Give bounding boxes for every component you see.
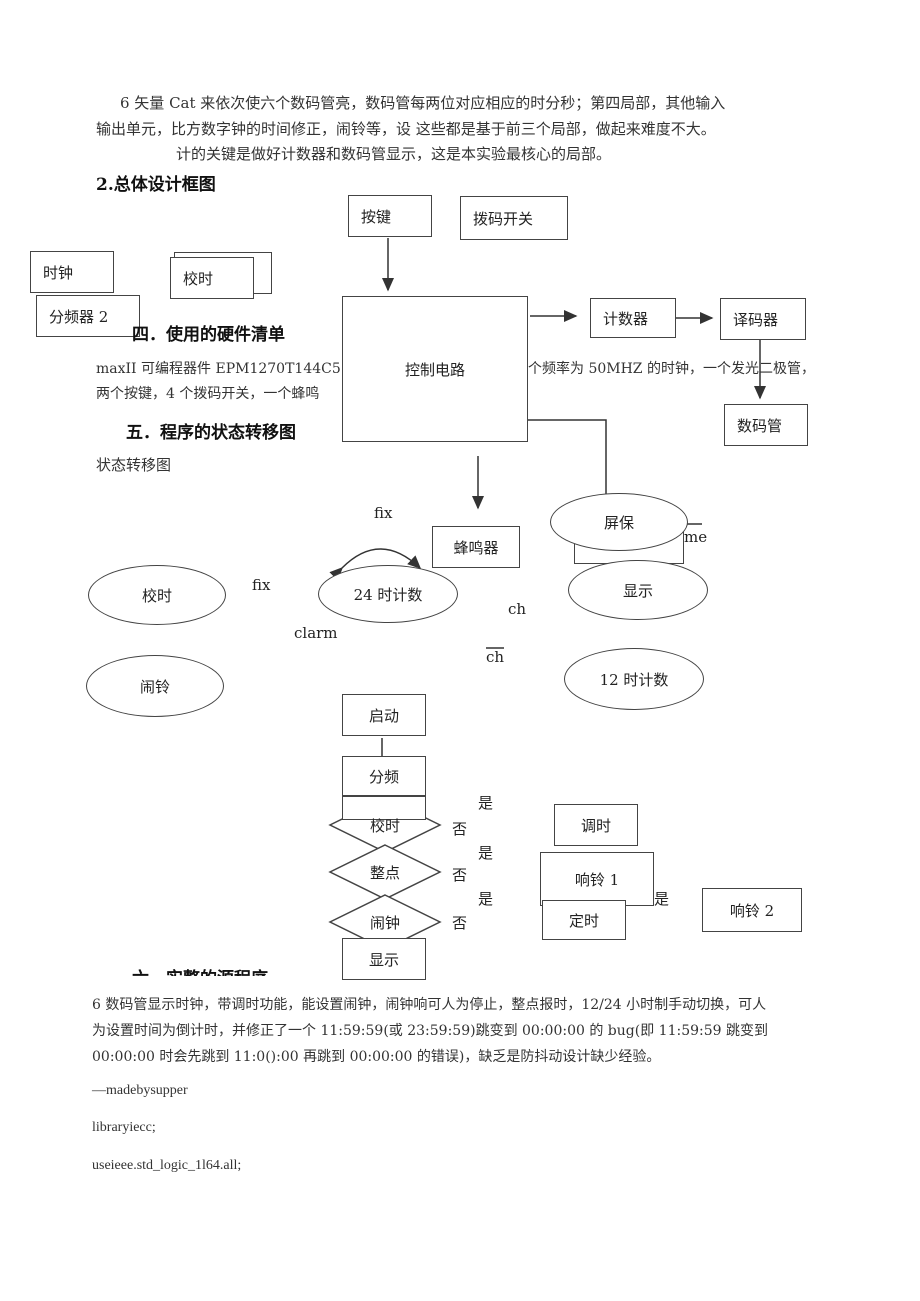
flow-diamond-jiaoshi-label: 校时: [369, 816, 400, 835]
box-bomakaiguan: 拨码开关: [460, 196, 568, 240]
ellipse-pingbao: 屏保: [550, 493, 688, 551]
summary-line-2: 为设置时间为倒计时，并修正了一个 11:59:59(或 23:59:59)跳变到…: [92, 1023, 768, 1039]
flow-box-xianshi: 显示: [342, 938, 426, 980]
box-fenpinqi: 分频器 2: [36, 295, 140, 337]
intro-line-1: 6 矢量 Cat 来依次使六个数码管亮，数码管每两位对应相应的时分秒；第四局部，…: [120, 94, 726, 112]
hardware-line-2: 两个按键，4 个拨码开关，一个蜂鸣: [96, 386, 320, 402]
box-jiaoshi: 校时: [170, 257, 254, 299]
code-line-2: libraryiecc;: [92, 1120, 156, 1135]
box-kongzhi: 控制电路: [342, 296, 528, 442]
box-shumaguan: 数码管: [724, 404, 808, 446]
flow-yes-3: 是: [478, 890, 494, 908]
intro-line-3: 计的关键是做好计数器和数码管显示，这是本实验最核心的局部。: [176, 145, 612, 163]
code-line-1: —madebysupper: [92, 1083, 188, 1098]
flow-yes-partial: 是: [654, 890, 670, 908]
box-fengmingqi: 蜂鸣器: [432, 526, 520, 568]
ellipse-count24: 24 时计数: [318, 565, 458, 623]
ellipse-jiaoshi: 校时: [88, 565, 226, 625]
flow-yes-1: 是: [478, 794, 494, 812]
state-caption: 状态转移图: [96, 456, 172, 474]
flow-box-tiaoshi: 调时: [554, 804, 638, 846]
box-anjian: 按键: [348, 195, 432, 237]
intro-line-2: 输出单元，比方数字钟的时间修正，闹铃等，设 这些都是基于前三个局部，做起来难度不…: [96, 120, 716, 138]
summary-line-1: 6 数码管显示时钟，带调时功能，能设置闹钟，闹钟响可人为停止，整点报时，12/2…: [92, 997, 767, 1013]
section-heading-state: 五．程序的状态转移图: [126, 423, 296, 443]
label-me: me: [684, 528, 708, 546]
flow-yes-2: 是: [478, 844, 494, 862]
flow-diamond-naozhong-label: 闹钟: [369, 913, 400, 932]
hardware-line-1b: 个频率为 50MHZ 的时钟，一个发光二极管，: [528, 361, 815, 377]
hardware-line-1a: maxII 可编程器件 EPM1270T144C5，: [96, 361, 355, 377]
arc-24h-loop: [329, 548, 422, 581]
box-shizhong: 时钟: [30, 251, 114, 293]
label-ch: ch: [508, 600, 527, 618]
section-heading-design: 2.总体设计框图: [96, 175, 216, 195]
flow-box-fenpin: 分频: [342, 756, 426, 796]
flow-no-1: 否: [452, 820, 468, 838]
ellipse-xianshi: 显示: [568, 560, 708, 620]
box-yimaqi: 译码器: [720, 298, 806, 340]
flow-box-fenpin-lower: [342, 796, 426, 820]
flow-no-3: 否: [452, 914, 468, 932]
ellipse-count12: 12 时计数: [564, 648, 704, 710]
section-heading-hardware: 四．使用的硬件清单: [132, 325, 285, 345]
label-fix-top: fix: [374, 504, 393, 522]
label-clarm: clarm: [294, 624, 338, 642]
flow-diamond-zhengdian-label: 整点: [369, 863, 400, 882]
flow-box-dingshi: 定时: [542, 900, 626, 940]
flow-box-qidong: 启动: [342, 694, 426, 736]
flow-no-2: 否: [452, 866, 468, 884]
ellipse-naoling: 闹铃: [86, 655, 224, 717]
box-jishuqi: 计数器: [590, 298, 676, 338]
section-heading-cut: 六．实整的源程序: [132, 964, 268, 976]
summary-line-3: 00:00:00 时会先跳到 11:0():00 再跳到 00:00:00 的错…: [92, 1049, 661, 1065]
label-ch-bar: ch: [486, 648, 505, 666]
flow-box-xiangling1: 响铃 1: [540, 852, 654, 906]
label-fix-left: fix: [252, 576, 271, 594]
flow-box-xiangling2: 响铃 2: [702, 888, 802, 932]
code-line-3: useieee.std_logic_1l64.all;: [92, 1158, 242, 1173]
